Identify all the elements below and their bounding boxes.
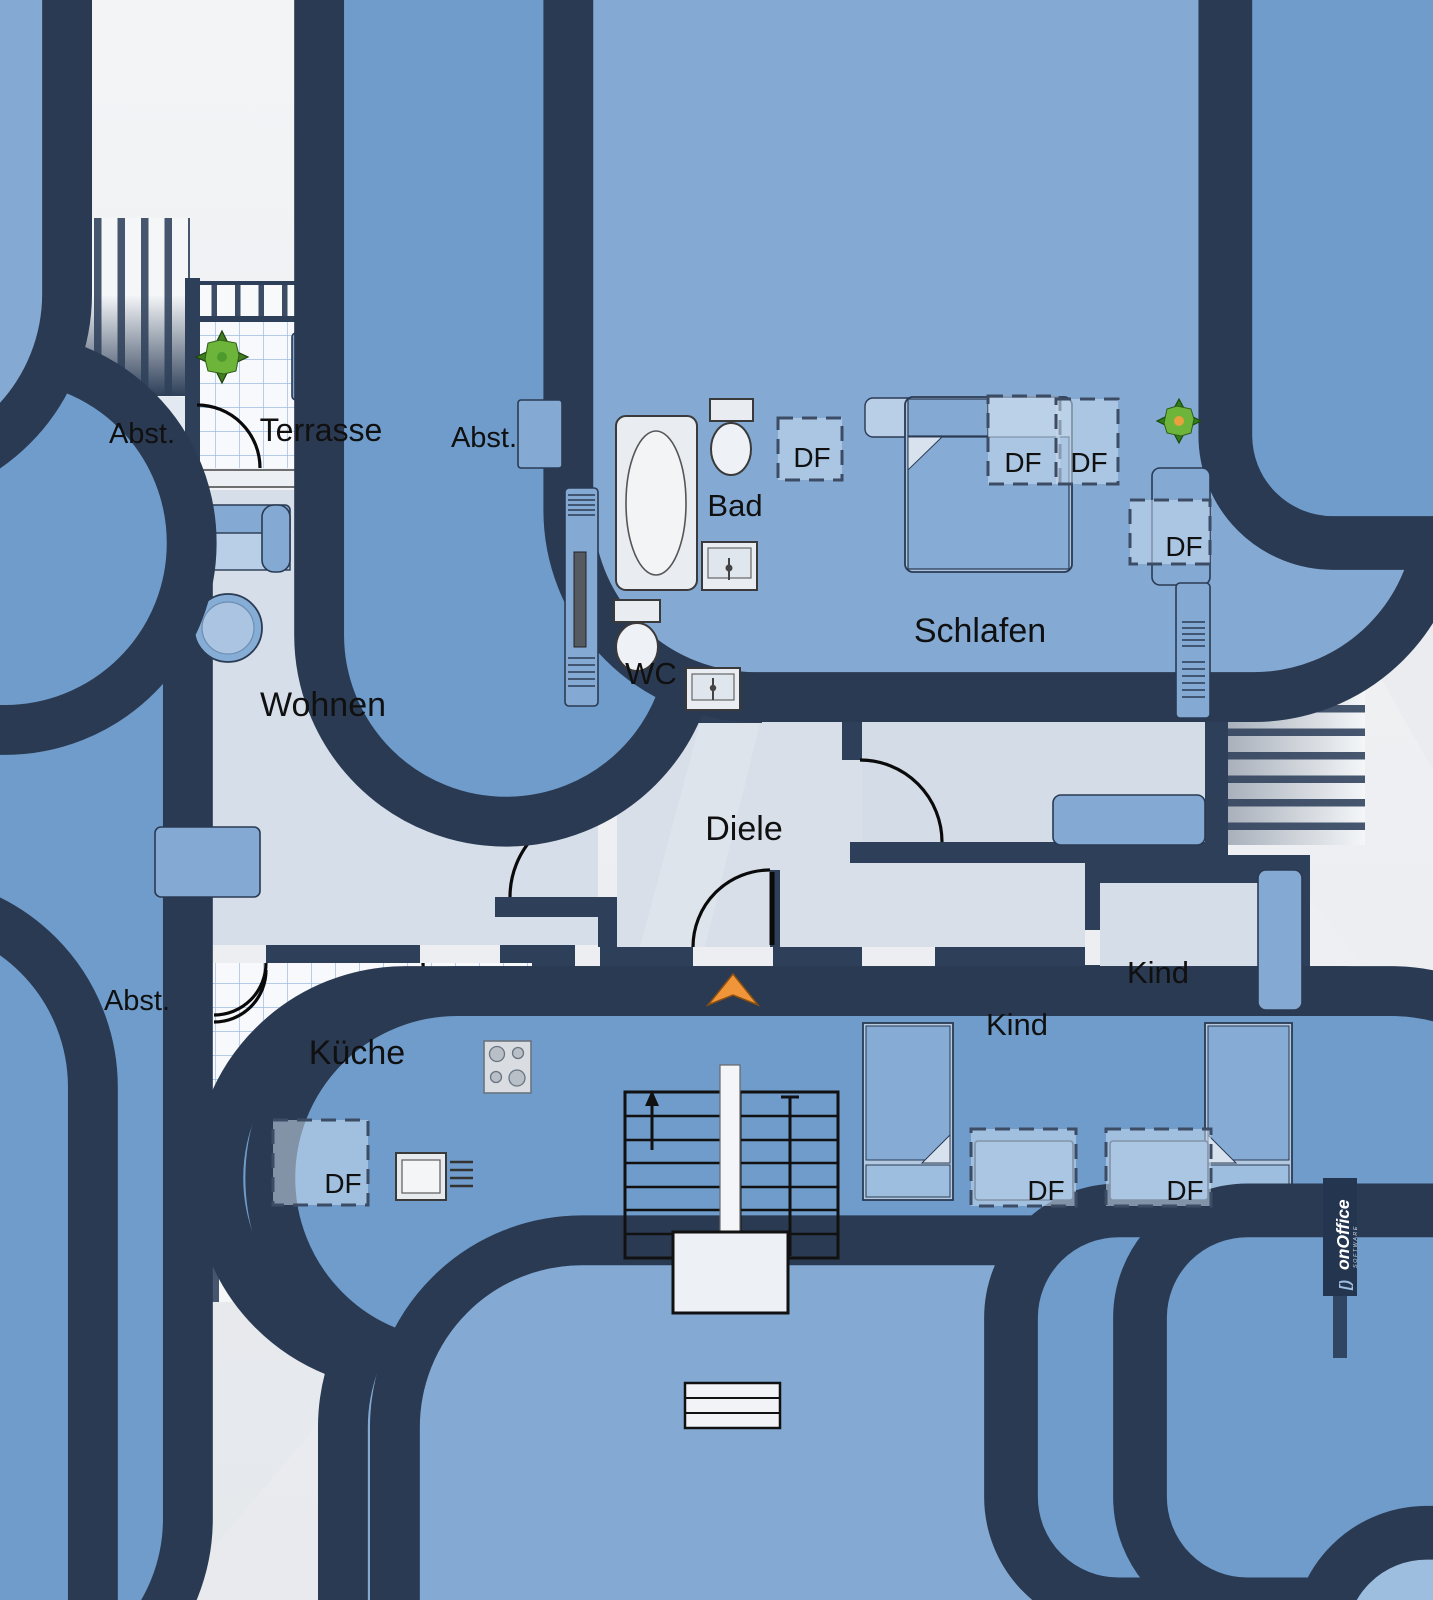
logo-bar	[1323, 1178, 1357, 1296]
stove	[483, 1040, 532, 1094]
label-df-bad: DF	[793, 442, 830, 473]
roof-window-schlafen-desk	[1128, 498, 1212, 566]
single-bed-left	[862, 1022, 954, 1201]
wardrobe	[1257, 869, 1303, 1011]
label-schlafen: Schlafen	[914, 612, 1046, 650]
door-bedroom	[859, 758, 944, 843]
sideboard	[1052, 794, 1206, 846]
onoffice-logo-text: onOffice	[1333, 1199, 1353, 1270]
bedroom-furniture	[864, 0, 1433, 846]
coffee-table-top	[201, 601, 255, 655]
roof-window-kind-left	[969, 1127, 1078, 1208]
bedroom-cabinet	[1175, 582, 1211, 719]
roof-window-schlafen-1	[986, 394, 1062, 486]
roof-window-bad	[776, 416, 844, 482]
single-bed-right	[1204, 1022, 1293, 1201]
tv-media-unit	[564, 487, 599, 707]
roof-window-kind-right	[1104, 1127, 1213, 1208]
label-kueche: Küche	[309, 1034, 405, 1072]
storage-wardrobe	[517, 399, 563, 469]
drainboard-lines	[450, 1160, 473, 1188]
staircase	[623, 1064, 840, 1430]
label-bad: Bad	[707, 488, 762, 523]
stair-arrow-head	[645, 1090, 659, 1106]
dining-table	[154, 826, 261, 898]
label-df-schlafen-1: DF	[1004, 447, 1041, 478]
stair-landing	[671, 1230, 790, 1315]
dining-chair	[0, 899, 94, 1600]
label-df-kind-left: DF	[1027, 1175, 1064, 1206]
label-df-kueche: DF	[324, 1168, 361, 1199]
toilet-wc	[615, 622, 659, 672]
roof-window-kueche	[271, 1118, 370, 1207]
label-kind-left: Kind	[986, 1007, 1048, 1042]
label-abst-top-left: Abst.	[109, 418, 175, 450]
label-abst-top-right: Abst.	[451, 422, 517, 454]
hall-east-floor	[862, 863, 1085, 947]
tv-icon	[573, 551, 587, 648]
room-labels: Abst. Terrasse Abst. Bad Wohnen WC Schla…	[104, 412, 1189, 1072]
roof-window-boxes	[271, 394, 1213, 1208]
wc-fixtures	[613, 599, 741, 711]
label-abst-lower: Abst.	[104, 985, 170, 1017]
roof-window-labels: DF DF DF DF DF DF DF	[324, 442, 1203, 1206]
roof-window-schlafen-2	[1054, 397, 1120, 486]
label-wohnen: Wohnen	[260, 686, 386, 724]
label-df-schlafen-desk: DF	[1165, 531, 1202, 562]
plant-icon	[1155, 397, 1203, 445]
desk-chair	[1139, 1209, 1433, 1600]
onoffice-logo: [) onOffice SOFTWARE	[1323, 1178, 1359, 1358]
kitchen-appliances	[395, 1040, 532, 1201]
entrance-arrow-icon	[705, 972, 761, 1007]
toilet-tank-wc	[613, 599, 661, 623]
onoffice-logomark-icon: [)	[1337, 1280, 1354, 1291]
logo-bar-tail	[1333, 1296, 1347, 1358]
kitchen-sink	[395, 1152, 473, 1201]
label-df-kind-right: DF	[1166, 1175, 1203, 1206]
bathtub-basin	[625, 430, 687, 576]
toilet-bad	[710, 422, 752, 476]
label-kind-right: Kind	[1127, 955, 1189, 990]
label-df-schlafen-2: DF	[1070, 447, 1107, 478]
label-diele: Diele	[705, 810, 782, 848]
door-stairwell-hall	[691, 868, 771, 948]
bath-fixtures	[615, 398, 758, 591]
label-wc: WC	[625, 656, 677, 691]
floor-light-streak	[640, 723, 760, 947]
door-terrace-storage-left	[196, 403, 262, 469]
door-storage-lower	[213, 969, 268, 1024]
toilet-tank-bad	[709, 398, 754, 422]
onoffice-logo-subtext: SOFTWARE	[1353, 1225, 1359, 1268]
entry-steps	[683, 1381, 782, 1430]
plant-icon	[194, 329, 250, 385]
label-terrasse: Terrasse	[260, 412, 383, 448]
